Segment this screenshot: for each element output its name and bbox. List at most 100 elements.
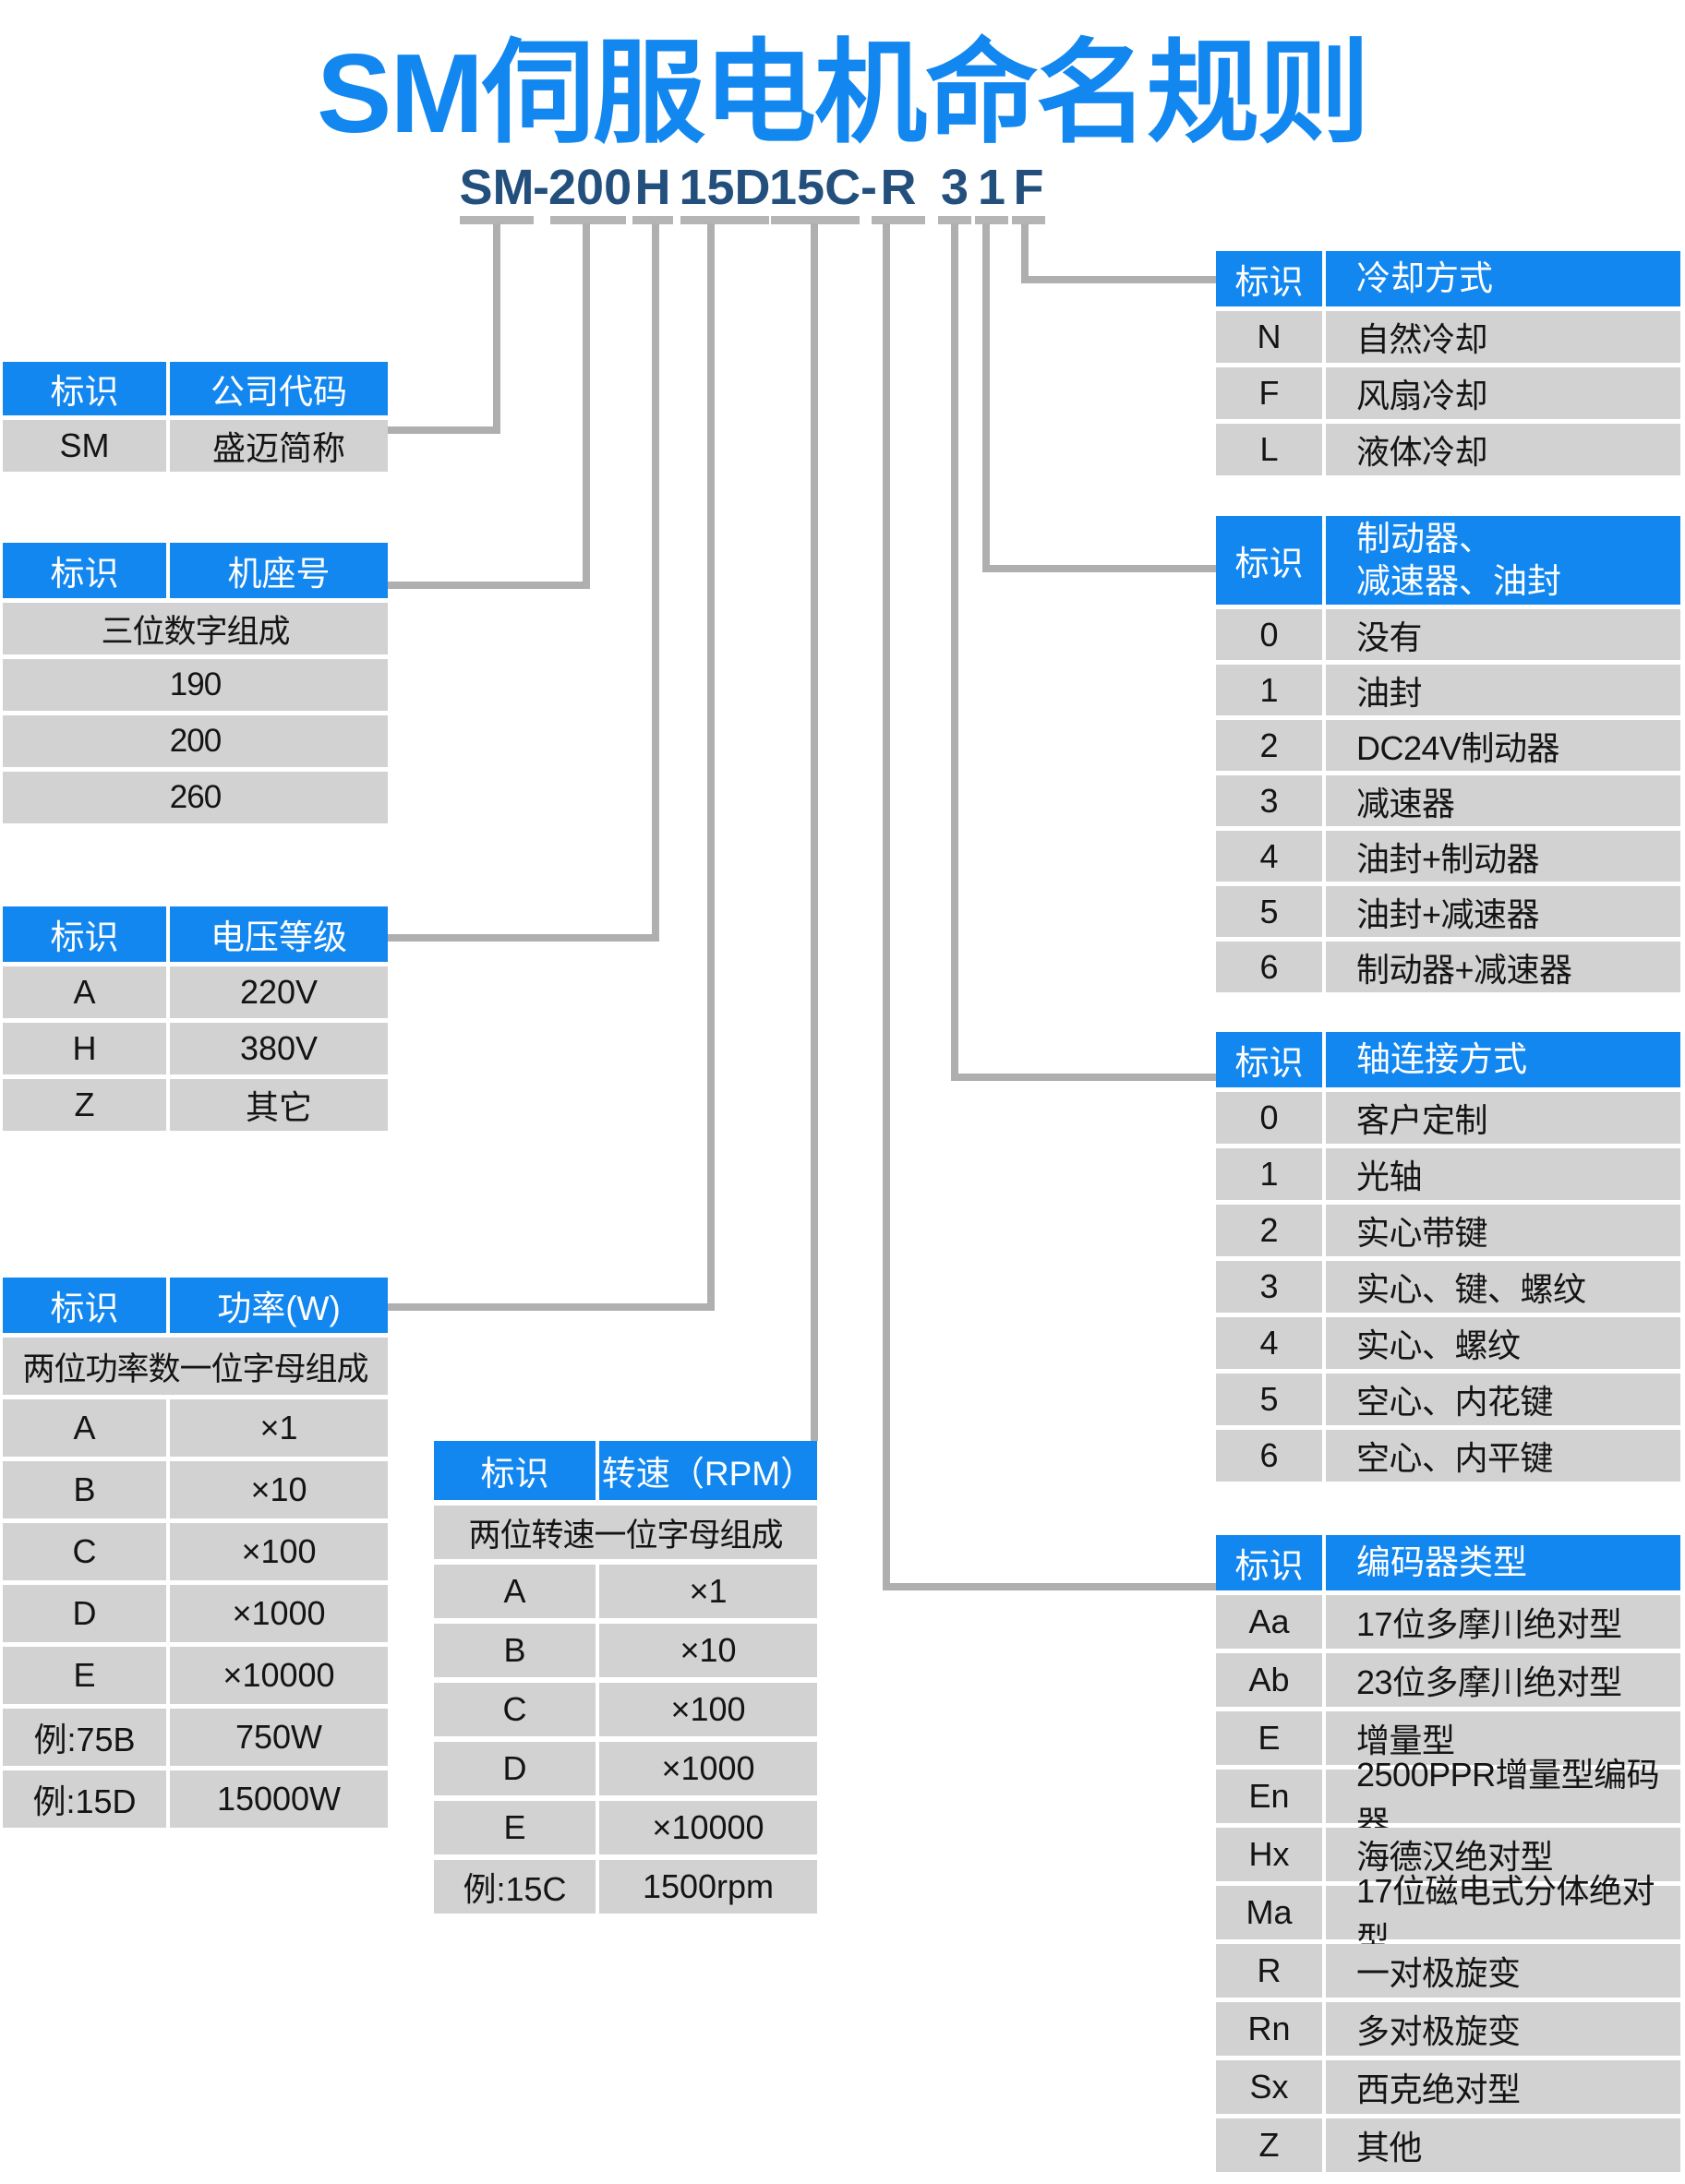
page-title: SM伺服电机命名规则 <box>317 30 1370 156</box>
row-value-cell: 15000W <box>170 1770 388 1828</box>
row-key-cell: B <box>434 1624 596 1677</box>
row-value-cell: 增量型 <box>1326 1711 1680 1765</box>
row-value-cell: ×1 <box>599 1565 817 1618</box>
connector-f-vertical <box>1021 223 1029 283</box>
row-key-cell: C <box>434 1683 596 1736</box>
connector-3-vertical <box>951 223 958 1081</box>
connector-200-vertical <box>583 223 590 589</box>
row-value-cell: ×1000 <box>170 1585 388 1642</box>
row-key-cell: Ma <box>1216 1886 1322 1939</box>
header-title-cell: 转速（RPM） <box>599 1441 817 1500</box>
connector-sm-vertical <box>493 223 500 434</box>
row-span-cell: 260 <box>3 772 388 823</box>
header-key-cell: 标识 <box>1216 251 1322 306</box>
model-code-segment-3: 3 <box>936 162 973 227</box>
row-key-cell: A <box>3 966 166 1018</box>
row-value-cell: ×10 <box>170 1461 388 1518</box>
connector-f-horizontal <box>1021 276 1216 283</box>
model-code-segment-1: 1 <box>973 162 1010 227</box>
table-header-row: 标识功率(W) <box>3 1278 388 1333</box>
row-key-cell: L <box>1216 424 1322 475</box>
table-row: 两位功率数一位字母组成 <box>3 1338 388 1395</box>
table-header-row: 标识电压等级 <box>3 906 388 962</box>
row-key-cell: 2 <box>1216 720 1322 771</box>
row-value-cell: 制动器+减速器 <box>1326 942 1680 992</box>
table-row: 260 <box>3 772 388 823</box>
row-key-cell: 1 <box>1216 665 1322 715</box>
model-code-segment-200: 200 <box>548 162 632 227</box>
row-key-cell: D <box>434 1742 596 1795</box>
row-value-cell: ×1000 <box>599 1742 817 1795</box>
code-underline <box>938 216 971 224</box>
row-key-cell: 6 <box>1216 1430 1322 1482</box>
header-title-cell: 轴连接方式 <box>1326 1032 1680 1087</box>
code-underline <box>975 216 1008 224</box>
header-title-cell: 制动器、 减速器、油封 <box>1326 516 1680 605</box>
header-title-cell: 功率(W) <box>170 1278 388 1333</box>
row-value-cell: 实心、键、螺纹 <box>1326 1261 1680 1313</box>
code-underline <box>680 216 769 224</box>
table-row: C×100 <box>434 1683 817 1736</box>
header-title-cell: 冷却方式 <box>1326 251 1680 306</box>
connector-15d-vertical <box>707 223 715 1311</box>
row-value-cell: DC24V制动器 <box>1326 720 1680 771</box>
row-value-cell: 17位多摩川绝对型 <box>1326 1595 1680 1649</box>
row-key-cell: D <box>3 1585 166 1642</box>
connector-sm-horizontal <box>388 426 500 434</box>
table-row: E×10000 <box>434 1801 817 1854</box>
connector-15c-vertical <box>811 223 818 1441</box>
row-value-cell: 23位多摩川绝对型 <box>1326 1653 1680 1707</box>
model-code-segment-r: R <box>870 162 927 227</box>
header-key-cell: 标识 <box>3 362 166 415</box>
row-value-cell: 其他 <box>1326 2118 1680 2172</box>
table-row: A×1 <box>434 1565 817 1618</box>
row-key-cell: E <box>1216 1711 1322 1765</box>
code-underline <box>1012 216 1045 224</box>
row-value-cell: 油封+减速器 <box>1326 886 1680 937</box>
table-row: B×10 <box>3 1461 388 1518</box>
row-value-cell: 油封+制动器 <box>1326 831 1680 882</box>
header-title-cell: 机座号 <box>170 543 388 598</box>
row-value-cell: 2500PPR增量型编码器 <box>1326 1756 1680 1842</box>
table-header-row: 标识冷却方式 <box>1216 251 1680 306</box>
row-key-cell: 4 <box>1216 1317 1322 1369</box>
row-key-cell: F <box>1216 367 1322 419</box>
row-value-cell: 油封 <box>1326 665 1680 715</box>
table-row: E×10000 <box>3 1647 388 1704</box>
row-key-cell: R <box>1216 1944 1322 1998</box>
row-value-cell: 380V <box>170 1023 388 1074</box>
row-key-cell: 例:15D <box>3 1770 166 1828</box>
header-key-cell: 标识 <box>3 1278 166 1333</box>
header-key-cell: 标识 <box>1216 516 1322 605</box>
row-key-cell: 3 <box>1216 775 1322 826</box>
row-key-cell: En <box>1216 1770 1322 1823</box>
row-key-cell: 5 <box>1216 1374 1322 1425</box>
row-value-cell: ×10000 <box>170 1647 388 1704</box>
connector-h-vertical <box>652 223 659 942</box>
row-value-cell: 220V <box>170 966 388 1018</box>
row-value-cell: 其它 <box>170 1079 388 1131</box>
row-key-cell: Aa <box>1216 1595 1322 1649</box>
row-key-cell: SM <box>3 420 166 472</box>
header-title-cell: 电压等级 <box>170 906 388 962</box>
table-header-row: 标识制动器、 减速器、油封 <box>1216 516 1680 605</box>
